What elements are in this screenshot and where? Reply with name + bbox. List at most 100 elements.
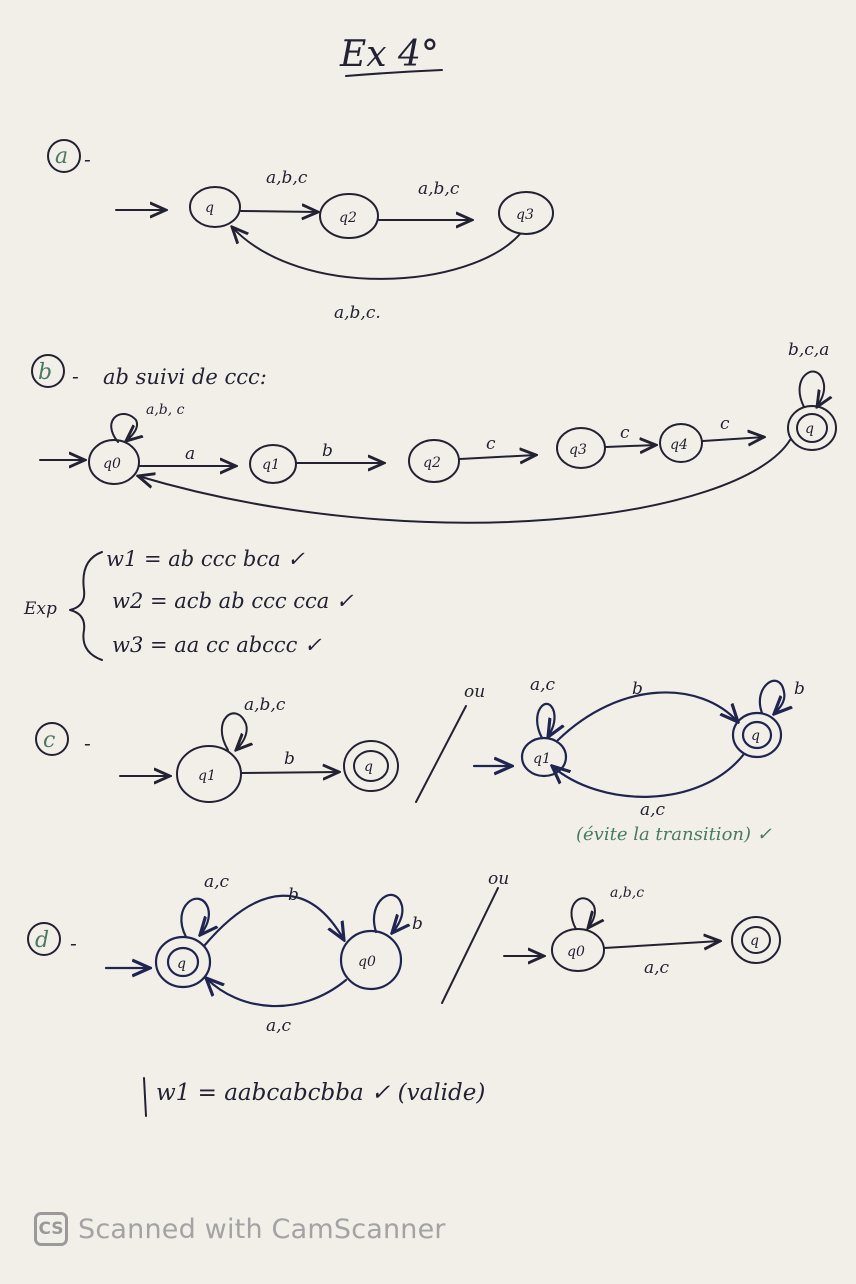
part-a-marker-circle xyxy=(47,139,81,173)
part-d-right-loop-label: a,b,c xyxy=(610,885,644,901)
part-c-or-label: ou xyxy=(464,682,485,702)
part-b-edge-q2-q3 xyxy=(459,455,536,459)
part-b-state-q4 xyxy=(659,423,703,463)
part-a-state-q2 xyxy=(319,193,379,239)
part-c-note: (évite la transition) ✓ xyxy=(576,824,772,845)
part-a-state-q2-label: q2 xyxy=(339,210,357,226)
part-c-right-loop-q1 xyxy=(536,702,554,738)
part-c-or-slash xyxy=(415,705,467,803)
part-a-edge-label-2: a,b,c xyxy=(418,179,460,199)
part-b-edge-label-a: a xyxy=(185,444,195,464)
part-b-state-q4-label: q4 xyxy=(670,437,688,453)
part-d-right-edge xyxy=(603,941,720,948)
part-b-edge-label-c2: c xyxy=(620,423,630,443)
part-d-right-state-q0-label: q0 xyxy=(567,944,585,960)
part-c-right-edge-top-label: b xyxy=(632,679,643,699)
part-d-right-edge-label: a,c xyxy=(644,958,670,978)
part-d-marker-circle xyxy=(27,922,61,956)
part-b-loop-q0-label: a,b, c xyxy=(146,402,185,418)
part-d-right-state-q-final-inner xyxy=(741,926,771,954)
part-b-state-q1 xyxy=(249,444,297,484)
part-c-left-state-q1-label: q1 xyxy=(198,768,216,784)
part-c-right-state-q1 xyxy=(520,736,568,778)
final-word: w1 = aabcabcbba ✓ (valide) xyxy=(156,1080,485,1106)
example-w1: w1 = ab ccc bca ✓ xyxy=(106,547,305,571)
part-d-left-state-q-label: q xyxy=(177,956,186,972)
part-c-left-state-q1 xyxy=(176,745,242,803)
part-b-edge-label-c1: c xyxy=(486,434,496,454)
example-w3: w3 = aa cc abccc ✓ xyxy=(112,633,322,657)
part-c-marker-circle xyxy=(35,722,69,756)
part-d-left-edge-bottom-label: a,c xyxy=(266,1016,292,1036)
part-b-loop-q xyxy=(798,370,825,407)
part-d-right-state-q-label: q xyxy=(750,933,759,949)
part-d-right-state-q-final xyxy=(731,916,781,964)
part-b-edge-label-c3: c xyxy=(720,414,730,434)
part-a-dash: - xyxy=(84,147,91,171)
camscanner-watermark: CS Scanned with CamScanner xyxy=(34,1212,446,1246)
example-w2: w2 = acb ab ccc cca ✓ xyxy=(112,589,354,613)
part-c-left-loop-label: a,b,c xyxy=(244,695,286,715)
part-c-left-state-q-final-inner xyxy=(353,750,389,782)
part-b-edge-q4-q xyxy=(702,437,764,441)
camscanner-logo-icon: CS xyxy=(34,1212,68,1246)
part-d-left-loop-q0 xyxy=(373,893,402,933)
part-b-state-q0-label: q0 xyxy=(103,456,121,472)
part-d-or-slash xyxy=(441,887,499,1004)
part-b-state-q0 xyxy=(88,439,140,485)
part-c-right-state-q-label: q xyxy=(751,728,760,744)
part-c-right-loop-q1-label: a,c xyxy=(530,675,556,695)
part-b-state-q-final-inner xyxy=(796,413,828,443)
part-c-left-edge-label: b xyxy=(284,749,295,769)
part-d-left-state-q0-label: q0 xyxy=(358,954,376,970)
camscanner-watermark-text: Scanned with CamScanner xyxy=(78,1213,446,1245)
part-c-right-state-q1-label: q1 xyxy=(533,751,551,767)
part-c-right-edge-bottom-label: a,c xyxy=(640,800,666,820)
part-b-heading: ab suivi de ccc: xyxy=(103,365,267,389)
part-a-edge-label-3: a,b,c. xyxy=(334,303,381,323)
part-b-state-q2-label: q2 xyxy=(423,455,441,471)
page-title: Ex 4° xyxy=(339,34,439,75)
part-d-left-edge-top xyxy=(202,894,344,948)
part-a-state-q-label: q xyxy=(205,200,214,216)
part-d-right-loop xyxy=(570,897,594,929)
part-a-edge-q-q2 xyxy=(240,211,318,212)
part-c-dash: - xyxy=(84,731,91,755)
part-b-edge-q-q0 xyxy=(138,439,791,524)
part-d-left-state-q0 xyxy=(339,929,403,991)
part-d-left-edge-top-label: b xyxy=(288,885,299,905)
part-d-left-loop-q0-label: b xyxy=(412,914,423,934)
part-b-state-q-final xyxy=(787,405,837,451)
part-d-left-state-q-final xyxy=(154,935,212,989)
part-c-right-state-q-final-inner xyxy=(741,720,773,750)
part-d-right-state-q0 xyxy=(551,928,605,972)
part-c-right-edge-bottom xyxy=(552,752,746,798)
part-b-state-q1-label: q1 xyxy=(262,457,280,473)
part-b-edge-label-b: b xyxy=(322,441,333,461)
examples-brace xyxy=(69,551,103,661)
part-d-left-state-q-final-inner xyxy=(166,946,200,978)
part-d-marker: d xyxy=(35,928,49,953)
part-b-loop-q0 xyxy=(110,413,137,442)
examples-label: Exp xyxy=(23,599,57,619)
final-word-bar xyxy=(143,1077,147,1117)
part-c-left-edge xyxy=(240,772,339,773)
part-a-edge-q3-q xyxy=(232,227,521,280)
part-b-state-q3-label: q3 xyxy=(569,442,587,458)
part-a-state-q3-label: q3 xyxy=(516,207,534,223)
part-b-state-q2 xyxy=(408,439,460,483)
part-d-dash: - xyxy=(70,931,77,955)
part-b-dash: - xyxy=(72,364,79,388)
part-c-left-state-q-label: q xyxy=(364,759,373,775)
part-c-right-loop-q-label: b xyxy=(794,679,805,699)
part-b-edge-q3-q4 xyxy=(605,445,656,447)
part-c-marker: c xyxy=(43,728,55,753)
part-a-edge-label-1: a,b,c xyxy=(266,168,308,188)
part-b-marker: b xyxy=(38,360,52,385)
part-c-right-edge-top xyxy=(556,691,738,742)
part-a-state-q xyxy=(189,186,241,228)
part-d-left-loop-q-label: a,c xyxy=(204,872,230,892)
part-c-right-loop-q xyxy=(758,679,785,714)
